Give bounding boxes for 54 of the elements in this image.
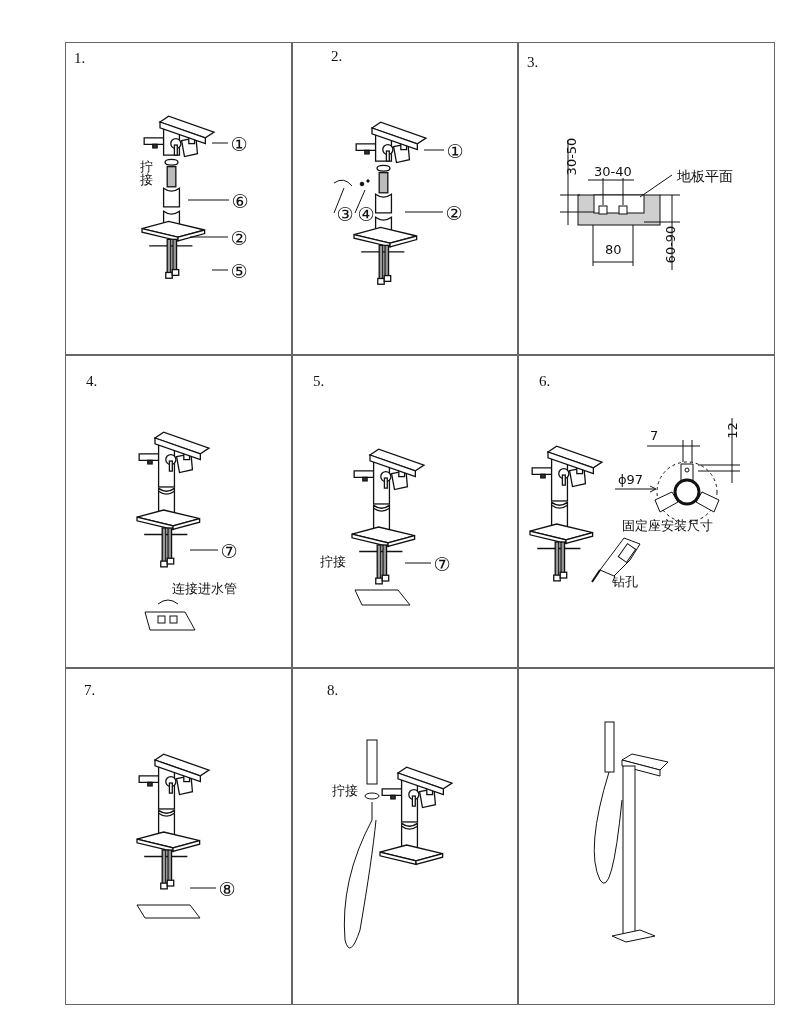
dimension-label: 7 bbox=[650, 429, 659, 442]
step-panel bbox=[65, 355, 292, 668]
leader-line bbox=[189, 887, 217, 889]
leader-line bbox=[639, 174, 673, 198]
dimension-label: ϕ97 bbox=[618, 473, 644, 486]
leader-line bbox=[189, 236, 229, 238]
step-number: 1. bbox=[74, 51, 86, 66]
dimension-label: 12 bbox=[725, 422, 739, 439]
step-panel bbox=[292, 42, 518, 355]
step-panel bbox=[65, 42, 292, 355]
leader-line bbox=[354, 189, 366, 214]
leader-line bbox=[211, 142, 229, 144]
step-number: 8. bbox=[327, 683, 339, 698]
dimension-label: 80 bbox=[605, 243, 622, 256]
leader-line bbox=[333, 187, 345, 214]
callout-number: ③ bbox=[335, 204, 355, 224]
leader-line bbox=[211, 269, 229, 271]
leader-line bbox=[404, 562, 432, 564]
step-panel bbox=[518, 355, 775, 668]
step-number: 7. bbox=[84, 683, 96, 698]
dimension-label: 30-50 bbox=[565, 137, 579, 176]
callout-number: ⑥ bbox=[230, 191, 250, 211]
callout-number: ⑦ bbox=[219, 541, 239, 561]
caption-label: 固定座安装尺寸 bbox=[622, 519, 713, 532]
step-panel bbox=[65, 668, 292, 1005]
callout-number: ⑤ bbox=[229, 261, 249, 281]
instruction-label: 连接进水管 bbox=[172, 582, 237, 595]
instruction-label: 拧接 bbox=[140, 160, 153, 186]
step-number: 2. bbox=[331, 49, 343, 64]
step-number: 4. bbox=[86, 374, 98, 389]
step-number: 3. bbox=[527, 55, 539, 70]
callout-number: ⑦ bbox=[432, 554, 452, 574]
step-panel bbox=[518, 668, 775, 1005]
part-label: 地板平面 bbox=[673, 166, 737, 186]
callout-number: ① bbox=[445, 141, 465, 161]
dimension-label: 60-90 bbox=[664, 225, 678, 264]
leader-line bbox=[189, 549, 219, 551]
leader-line bbox=[404, 211, 444, 213]
instruction-label: 拧接 bbox=[332, 784, 358, 797]
step-number: 5. bbox=[313, 374, 325, 389]
instruction-label: 钻孔 bbox=[612, 575, 638, 588]
instruction-label: 拧接 bbox=[320, 555, 346, 568]
callout-number: ④ bbox=[356, 204, 376, 224]
leader-line bbox=[187, 199, 230, 201]
leader-line bbox=[423, 149, 445, 151]
callout-number: ① bbox=[229, 134, 249, 154]
callout-number: ② bbox=[229, 228, 249, 248]
step-number: 6. bbox=[539, 374, 551, 389]
dimension-label: 30-40 bbox=[594, 165, 632, 178]
step-panel bbox=[518, 42, 775, 355]
callout-number: ⑧ bbox=[217, 879, 237, 899]
step-panel bbox=[292, 355, 518, 668]
callout-number: ② bbox=[444, 203, 464, 223]
step-panel bbox=[292, 668, 518, 1005]
